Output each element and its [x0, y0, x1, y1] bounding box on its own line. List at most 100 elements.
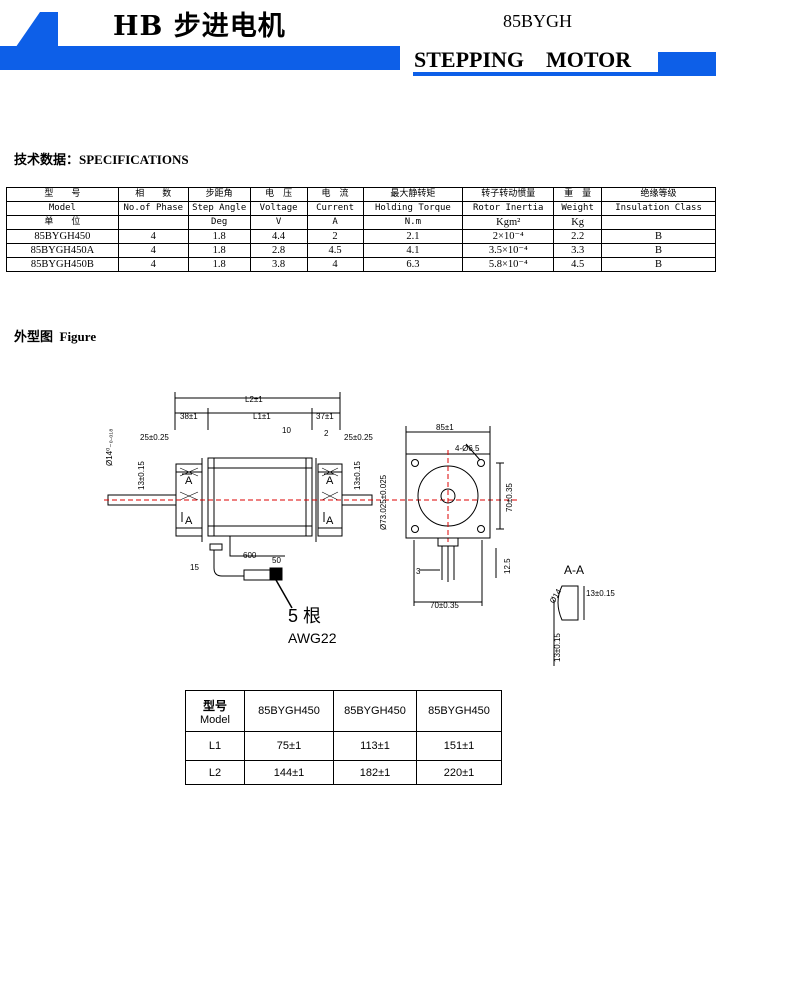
- unit-cell: Deg: [187, 215, 251, 230]
- model-name: 85BYGH: [503, 11, 573, 31]
- col-cn: 相 数: [117, 187, 189, 202]
- dim-l1: L1±1: [253, 412, 271, 421]
- cell: 85BYGH450A: [6, 243, 119, 258]
- section-mark-a: A: [326, 475, 334, 487]
- section-mark-a: A: [185, 515, 193, 527]
- col-en: Insulation Class: [601, 201, 716, 216]
- table-row: L2 144±1 182±1 220±1: [185, 760, 502, 785]
- dim-aa-side: 13±0.15: [553, 633, 562, 662]
- cell: 4: [306, 257, 364, 272]
- cell: 4: [117, 243, 189, 258]
- col-en: No.of Phase: [117, 201, 189, 216]
- page-title: HB 步进电机: [113, 11, 286, 42]
- cell: 6.3: [362, 257, 464, 272]
- col-en: Rotor Inertia: [462, 201, 555, 216]
- dim-model: 85BYGH450: [416, 690, 502, 732]
- col-cn: 转子转动惯量: [462, 187, 555, 202]
- dim-right-shaft: 25±0.25: [344, 433, 373, 442]
- dim-aa-d: Ø14: [548, 587, 564, 605]
- col-en: Current: [306, 201, 364, 216]
- col-en: Voltage: [249, 201, 308, 216]
- cell: 2.1: [362, 229, 464, 244]
- dim-aa-top: 13±0.15: [586, 589, 615, 598]
- col-cn: 电 压: [249, 187, 308, 202]
- dim-cell: 220±1: [416, 760, 502, 785]
- wire-count: 5 根: [288, 606, 321, 626]
- cell: B: [601, 243, 716, 258]
- section-aa: [553, 585, 585, 666]
- dim-l2: L2±1: [245, 395, 263, 404]
- dim-two: 2: [324, 429, 329, 438]
- dim-left-length: 38±1: [180, 412, 198, 421]
- cell: 2.2: [553, 229, 603, 244]
- unit-cell: Kgm²: [462, 215, 555, 230]
- col-en: Step Angle: [187, 201, 251, 216]
- unit-cell: [601, 215, 716, 230]
- dim-model: 85BYGH450: [244, 690, 334, 732]
- section-aa-label: A-A: [564, 563, 584, 577]
- cell: 3.3: [553, 243, 603, 258]
- dim-d12: 12.5: [503, 558, 512, 574]
- dim-d13-right: 13±0.15: [353, 461, 362, 490]
- dim-row-label: L2: [185, 760, 245, 785]
- unit-cell: [117, 215, 189, 230]
- cell: 85BYGH450: [6, 229, 119, 244]
- dim-pitch-h: 70±0.35: [430, 601, 459, 610]
- cell: 4: [117, 229, 189, 244]
- cell: 3.5×10⁻⁴: [462, 243, 555, 258]
- spec-header-en: Model No.of Phase Step Angle Voltage Cur…: [6, 201, 716, 216]
- table-row: L1 75±1 113±1 151±1: [185, 731, 502, 761]
- cell: 4: [117, 257, 189, 272]
- cell: 3.8: [249, 257, 308, 272]
- spec-header-cn: 型 号 相 数 步距角 电 压 电 流 最大静转矩 转子转动惯量 重 量 绝缘等…: [6, 187, 716, 202]
- col-en: Weight: [553, 201, 603, 216]
- motor-drawing: L2±1 L1±1 38±1 37±1 10 2 25±0.25 25±0.25…: [104, 392, 615, 666]
- cell: 4.5: [306, 243, 364, 258]
- spec-heading: 技术数据：SPECIFICATIONS: [14, 152, 189, 167]
- dim-cell: 113±1: [333, 731, 417, 761]
- cell: 2.8: [249, 243, 308, 258]
- table-row: 85BYGH450B 4 1.8 3.8 4 6.3 5.8×10⁻⁴ 4.5 …: [6, 257, 716, 272]
- dim-header-row: 型号 Model 85BYGH450 85BYGH450 85BYGH450: [185, 690, 502, 732]
- section-mark-a: A: [185, 475, 193, 487]
- cell: 4.4: [249, 229, 308, 244]
- col-en: Model: [6, 201, 119, 216]
- section-mark-a: A: [326, 515, 334, 527]
- dim-cell: 144±1: [244, 760, 334, 785]
- unit-cell: N.m: [362, 215, 464, 230]
- unit-cell: A: [306, 215, 364, 230]
- cell: 4.1: [362, 243, 464, 258]
- dim-header-cn: 型号: [202, 698, 227, 713]
- col-cn: 步距角: [187, 187, 251, 202]
- spec-units-row: 单 位 Deg V A N.m Kgm² Kg: [6, 215, 716, 230]
- dim-d13-left: 13±0.15: [137, 461, 146, 490]
- wire-gauge: AWG22: [288, 630, 337, 646]
- table-row: 85BYGH450 4 1.8 4.4 2 2.1 2×10⁻⁴ 2.2 B: [6, 229, 716, 244]
- cell: 5.8×10⁻⁴: [462, 257, 555, 272]
- col-cn: 绝缘等级: [601, 187, 716, 202]
- cell: 1.8: [187, 257, 251, 272]
- cell: B: [601, 257, 716, 272]
- cell: 4.5: [553, 257, 603, 272]
- figure-heading: 外型图 Figure: [14, 329, 97, 344]
- cell: 85BYGH450B: [6, 257, 119, 272]
- side-view: [107, 392, 373, 609]
- dim-header-en: Model: [200, 713, 230, 726]
- dim-cell: 182±1: [333, 760, 417, 785]
- cell: B: [601, 229, 716, 244]
- header-banner: [0, 12, 716, 76]
- table-row: 85BYGH450A 4 1.8 2.8 4.5 4.1 3.5×10⁻⁴ 3.…: [6, 243, 716, 258]
- col-en: Holding Torque: [362, 201, 464, 216]
- dim-ten: 10: [282, 426, 291, 435]
- dim-holes: 4-Ø6.5: [455, 444, 480, 453]
- unit-cell: V: [249, 215, 308, 230]
- col-cn: 电 流: [306, 187, 364, 202]
- dim-d73: Ø73.025±0.025: [379, 474, 388, 530]
- units-label: 单 位: [6, 215, 119, 230]
- dimension-table: 型号 Model 85BYGH450 85BYGH450 85BYGH450 L…: [185, 690, 502, 785]
- dim-fifteen: 15: [190, 563, 199, 572]
- col-cn: 重 量: [553, 187, 603, 202]
- dim-left-shaft: 25±0.25: [140, 433, 169, 442]
- col-cn: 最大静转矩: [362, 187, 464, 202]
- dim-row-label: L1: [185, 731, 245, 761]
